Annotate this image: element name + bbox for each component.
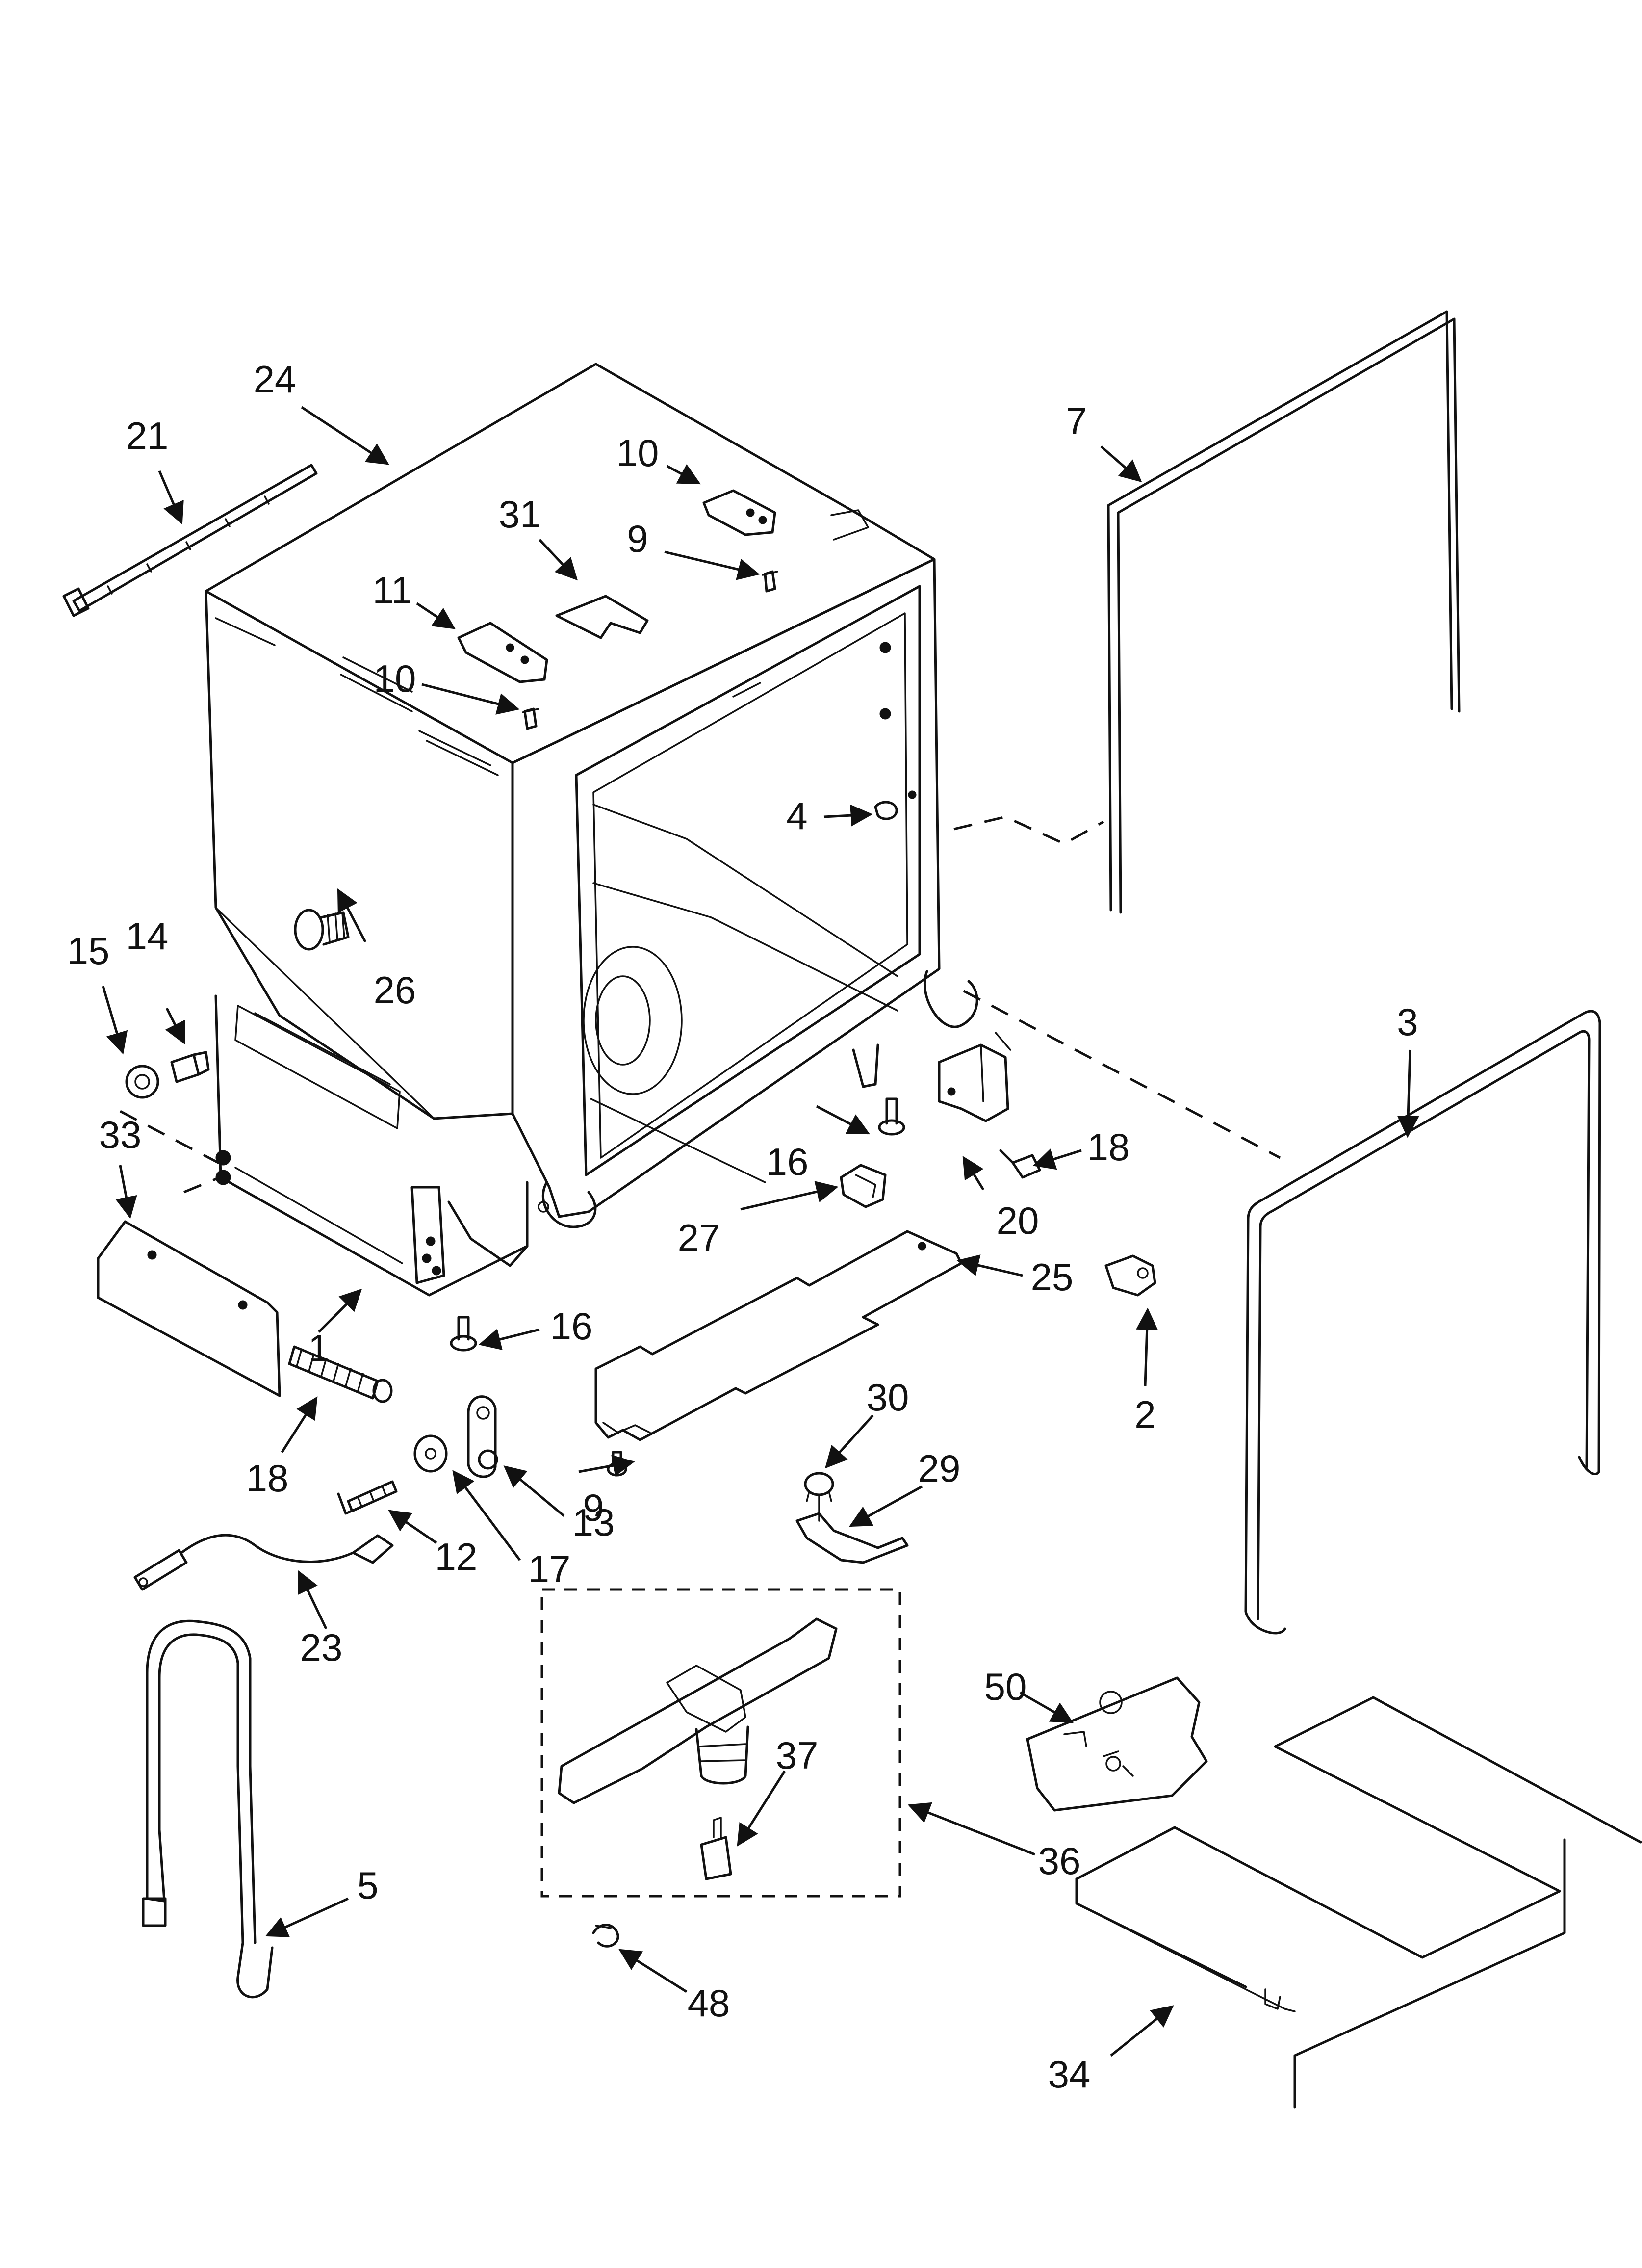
callout-15: 15 <box>67 929 110 972</box>
part-26-push-pin <box>294 909 350 951</box>
callout-36: 36 <box>1038 1839 1081 1882</box>
part-30-switch <box>804 1472 834 1502</box>
callout-26: 26 <box>374 968 416 1012</box>
tub-assembly <box>205 363 978 1297</box>
callout-50: 50 <box>984 1665 1027 1708</box>
callout-12: 12 <box>435 1535 478 1578</box>
part-14-screw <box>170 1051 210 1083</box>
part-12-bolt <box>337 1480 398 1515</box>
callout-5: 5 <box>357 1864 378 1907</box>
callout-7: 7 <box>1066 399 1087 443</box>
callout-16-right: 16 <box>766 1140 809 1183</box>
callout-37: 37 <box>776 1734 819 1777</box>
callout-29: 29 <box>918 1447 961 1490</box>
part-7-gasket <box>953 310 1461 914</box>
part-23-cable-tie <box>62 464 318 617</box>
part-25-base <box>594 1230 963 1441</box>
callout-11-left: 11 <box>373 569 412 612</box>
callout-27: 27 <box>678 1216 720 1259</box>
part-3-tub-seal <box>963 990 1601 1635</box>
part-11-bracket <box>457 489 776 683</box>
callout-16-left: 16 <box>550 1304 593 1348</box>
callout-18: 18 <box>246 1457 289 1500</box>
part-29-bracket <box>795 1495 909 1564</box>
part-21-bracket <box>938 1032 1011 1122</box>
callout-31: 31 <box>499 493 541 536</box>
part-24-wire <box>133 1534 394 1591</box>
callout-10-top: 9 <box>627 517 648 560</box>
callout-30: 30 <box>867 1376 909 1419</box>
part-31-clip <box>555 595 649 639</box>
callout-10-left: 10 <box>374 657 416 700</box>
callout-3: 3 <box>1397 1000 1418 1043</box>
part-36-assembly <box>540 1588 901 1898</box>
part-10-screw <box>522 570 778 730</box>
callout-23: 21 <box>126 414 169 457</box>
callout-9: 9 <box>583 1486 604 1529</box>
part-15-nut <box>119 1065 219 1164</box>
part-20-screw <box>999 1149 1041 1179</box>
part-27-clip <box>840 1164 887 1208</box>
callout-25: 25 <box>1031 1255 1074 1299</box>
part-17-roller <box>413 1434 448 1473</box>
part-34-base <box>1075 1696 1642 2109</box>
callout-34: 34 <box>1048 2053 1091 2096</box>
part-5-hose <box>142 1619 274 1999</box>
callout-28: 24 <box>254 358 296 401</box>
part-2-clip <box>1104 1254 1156 1297</box>
part-4-grommet <box>874 642 917 820</box>
part-18-spring <box>288 1345 393 1403</box>
callout-14: 14 <box>126 914 169 958</box>
part-9-cam <box>467 1395 498 1478</box>
callout-24: 23 <box>300 1626 343 1669</box>
part-33-panel <box>97 1173 281 1397</box>
callout-numbers: 24 21 10 9 31 11 10 7 4 26 3 15 14 33 1 … <box>67 358 1418 2096</box>
callout-17: 17 <box>528 1547 571 1590</box>
part-37-sensor <box>700 1817 732 1880</box>
leader-lines <box>102 406 1419 2057</box>
part-48-clip <box>592 1924 619 1948</box>
callout-33: 33 <box>99 1113 142 1156</box>
callout-1: 1 <box>308 1327 329 1370</box>
callout-11-top: 10 <box>616 431 659 474</box>
part-16-foot <box>450 1097 905 1352</box>
callout-20: 18 <box>1087 1125 1130 1169</box>
callout-4: 4 <box>786 794 807 837</box>
part-50-bag <box>1026 1676 1208 1812</box>
callout-48: 48 <box>688 1981 730 2025</box>
callout-13: 13 <box>572 1501 615 1544</box>
callout-2: 2 <box>1134 1393 1155 1436</box>
callout-21: 20 <box>997 1199 1039 1242</box>
